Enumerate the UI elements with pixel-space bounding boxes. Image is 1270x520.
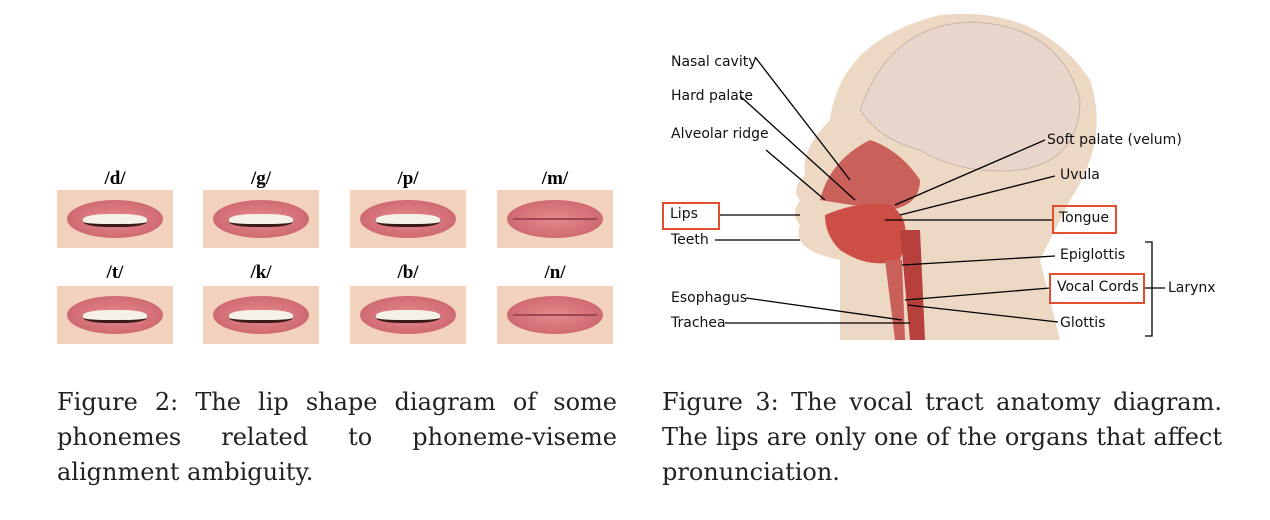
highlight-box-tongue <box>1052 205 1117 234</box>
label-hard-palate: Hard palate <box>671 88 753 104</box>
phoneme-label: /d/ <box>104 168 126 189</box>
lip-image <box>497 286 613 344</box>
lip-image <box>350 286 466 344</box>
label-larynx: Larynx <box>1168 280 1216 296</box>
label-soft-palate: Soft palate (velum) <box>1047 132 1182 148</box>
label-uvula: Uvula <box>1060 167 1100 183</box>
phoneme-label: /m/ <box>541 168 569 189</box>
label-epiglottis: Epiglottis <box>1060 247 1126 263</box>
label-glottis: Glottis <box>1060 315 1106 331</box>
label-esophagus: Esophagus <box>671 290 748 306</box>
label-vocal-cords: Vocal Cords <box>1057 279 1139 295</box>
label-nasal-cavity: Nasal cavity <box>671 54 757 70</box>
lip-image <box>57 286 173 344</box>
label-lips: Lips <box>670 206 698 222</box>
lip-image <box>57 190 173 248</box>
phoneme-label: /g/ <box>250 168 272 189</box>
highlight-box-vocal-cords <box>1049 273 1145 304</box>
lip-image <box>350 190 466 248</box>
phoneme-label: /k/ <box>250 262 272 283</box>
label-teeth: Teeth <box>671 232 709 248</box>
label-tongue: Tongue <box>1059 210 1109 226</box>
label-trachea: Trachea <box>671 315 726 331</box>
figure-2-caption: Figure 2: The lip shape diagram of some … <box>57 388 617 486</box>
phoneme-label: /n/ <box>544 262 566 283</box>
lip-image <box>497 190 613 248</box>
phoneme-label: /t/ <box>106 262 124 283</box>
figure-3-caption: Figure 3: The vocal tract anatomy diagra… <box>662 388 1222 486</box>
head-anatomy-illustration <box>715 13 1165 341</box>
lip-image <box>203 286 319 344</box>
highlight-box-lips <box>662 202 720 230</box>
lip-image <box>203 190 319 248</box>
phoneme-label: /b/ <box>397 262 419 283</box>
phoneme-label: /p/ <box>397 168 419 189</box>
label-alveolar-ridge: Alveolar ridge <box>671 126 769 142</box>
